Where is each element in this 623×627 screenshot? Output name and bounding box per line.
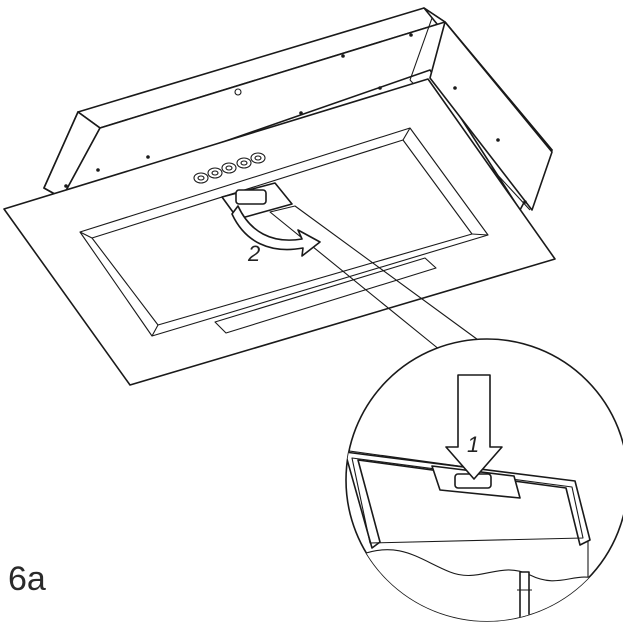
glass-panel <box>3 78 556 386</box>
hood-housing <box>43 7 553 211</box>
control-knobs <box>193 152 266 184</box>
rotate-arrow: 2 <box>231 205 321 266</box>
step-2-label: 2 <box>247 241 260 266</box>
step-1-label: 1 <box>467 432 479 457</box>
detail-circle: 1 <box>345 338 623 622</box>
figure-label: 6a <box>8 560 46 598</box>
